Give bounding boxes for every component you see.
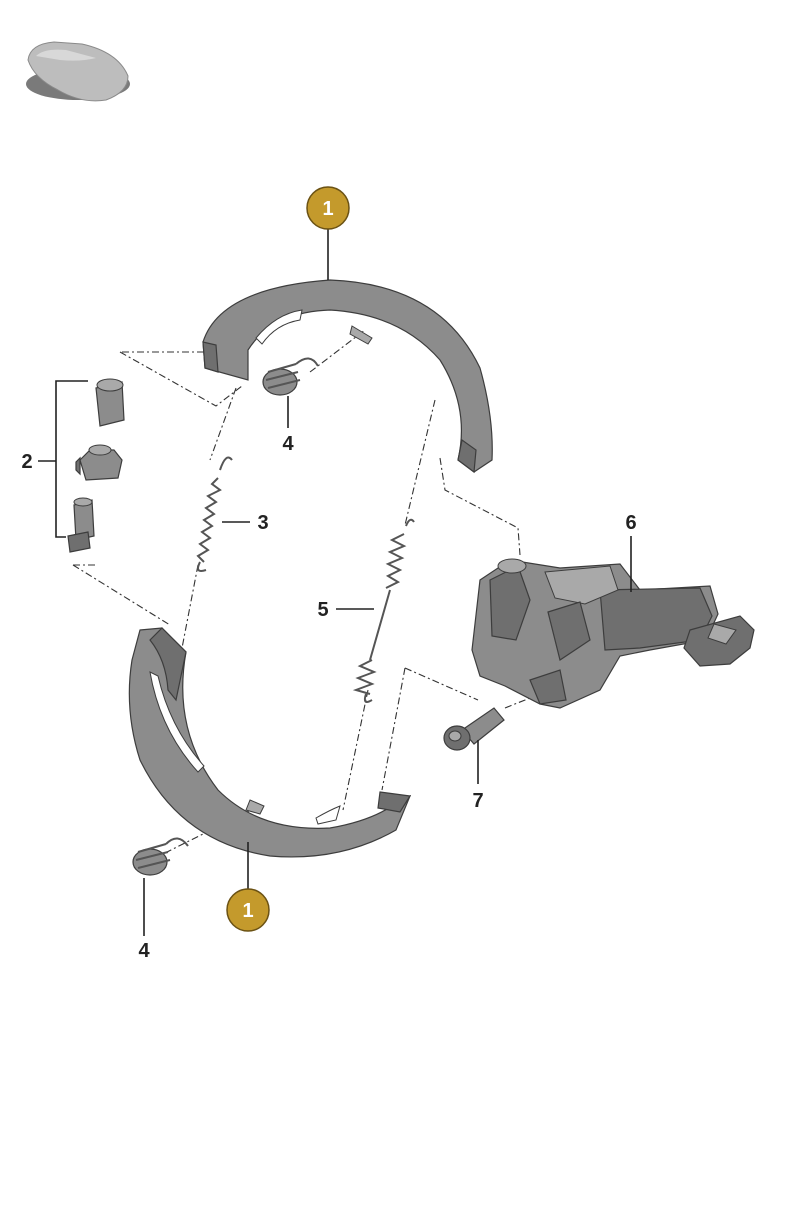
brake-shoe-bottom[interactable] — [128, 627, 412, 858]
callout-2[interactable]: 2 — [21, 451, 32, 473]
vehicle-thumbnail-icon[interactable] — [26, 41, 130, 102]
callout-3[interactable]: 3 — [257, 512, 268, 534]
leader-lines — [38, 228, 632, 936]
retainer-spring-top[interactable] — [262, 357, 319, 396]
callout-4-bottom[interactable]: 4 — [138, 940, 150, 962]
callout-badge-1-top[interactable]: 1 — [306, 186, 350, 230]
spring-lower[interactable] — [352, 518, 415, 703]
actuator-housing[interactable] — [471, 558, 755, 709]
adjuster-assembly[interactable] — [67, 378, 125, 553]
callout-5[interactable]: 5 — [317, 599, 328, 621]
callout-badge-1-bottom[interactable]: 1 — [226, 888, 270, 932]
callout-label: 1 — [242, 900, 253, 922]
retainer-spring-bottom[interactable] — [132, 837, 189, 876]
bolt[interactable] — [443, 707, 505, 751]
callout-6[interactable]: 6 — [625, 512, 636, 534]
spring-upper[interactable] — [196, 456, 233, 572]
brake-shoe-top[interactable] — [202, 279, 493, 474]
callout-7[interactable]: 7 — [472, 790, 483, 812]
callout-4-top[interactable]: 4 — [282, 433, 294, 455]
callout-label: 1 — [322, 198, 333, 220]
